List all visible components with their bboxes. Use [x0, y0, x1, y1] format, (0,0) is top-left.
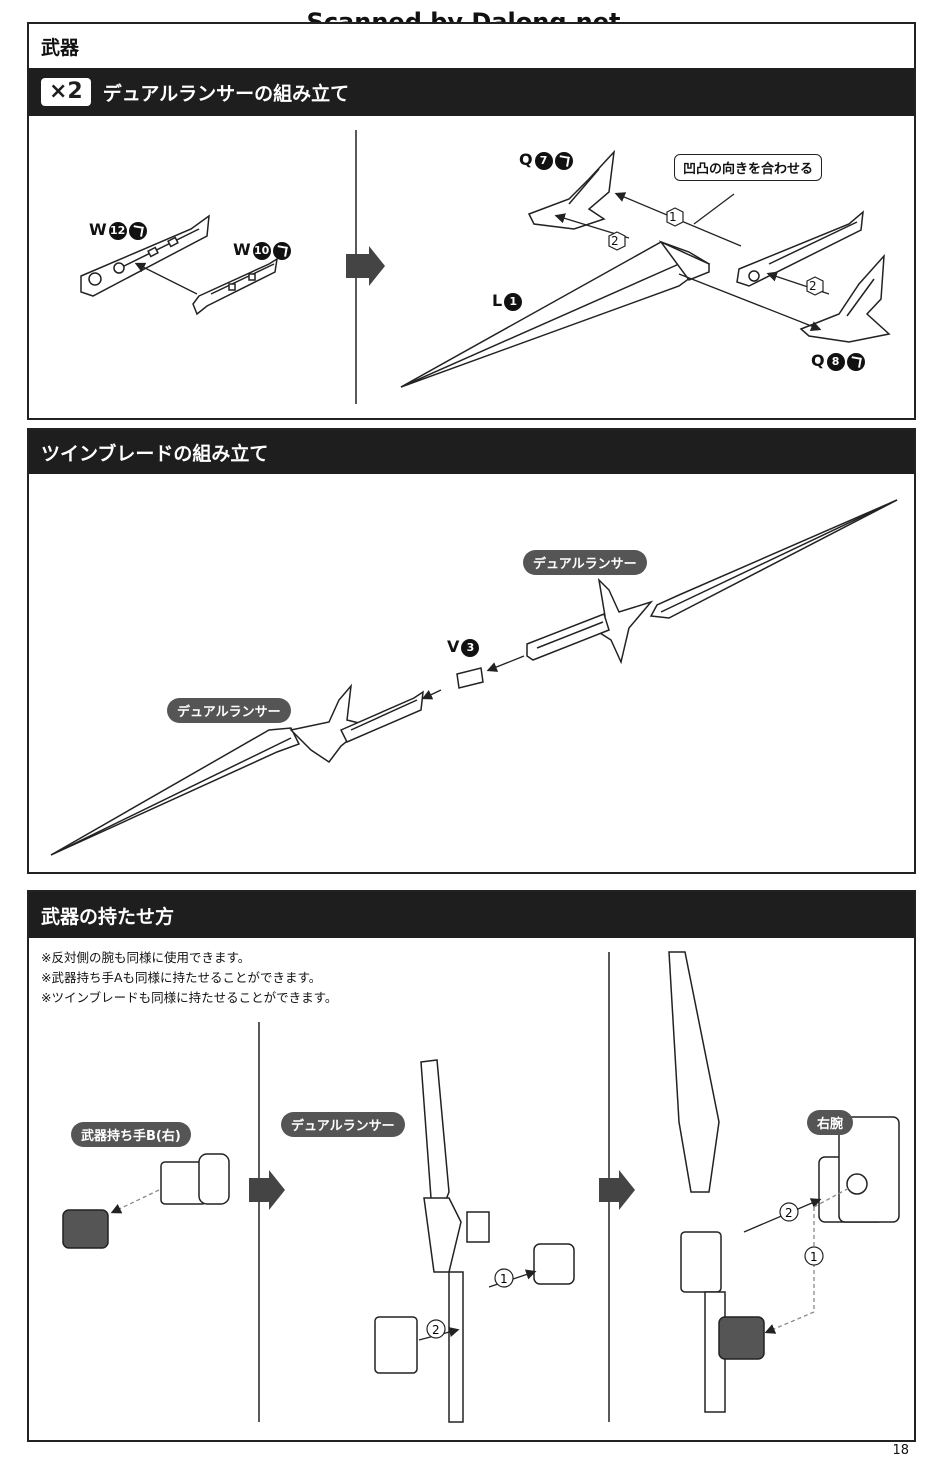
part-w12-handle — [80, 214, 210, 297]
section-header: ツインブレードの組み立て — [29, 430, 914, 474]
step-1b-label: 1 — [810, 1250, 818, 1264]
step-1-label: 1 — [500, 1272, 508, 1286]
subsection-header: ×2 デュアルランサーの組み立て — [29, 68, 914, 116]
note-line-2: ※武器持ち手Aも同様に持たせることができます。 — [41, 970, 322, 985]
step-2-label: 2 — [432, 1323, 440, 1337]
lancer-vertical — [420, 1059, 490, 1423]
cut-icon — [846, 352, 865, 371]
step-1b-marker — [804, 1246, 824, 1266]
weapon-holding-diagram: 1 2 2 1 — [62, 951, 900, 1423]
step-2-marker — [608, 231, 626, 251]
step-2-marker — [426, 1319, 446, 1339]
section-weapon-assembly: 武器 ×2 デュアルランサーの組み立て — [27, 22, 916, 420]
section-twin-blade: ツインブレードの組み立て デュアルランサー — [27, 428, 916, 874]
quantity-badge: ×2 — [41, 78, 91, 106]
cut-icon — [272, 241, 291, 260]
label-dual-lancer-bottom: デュアルランサー — [167, 698, 291, 723]
step-2b-marker — [806, 276, 824, 296]
section-title: 武器の持たせ方 — [41, 905, 175, 928]
twin-blade-diagram — [50, 499, 898, 856]
right-arm — [818, 1116, 900, 1223]
part-l1-blade — [400, 240, 711, 388]
step-2-label: 2 — [611, 234, 619, 248]
next-step-arrow-icon — [249, 1170, 285, 1210]
hand-parts-panel-b — [374, 1243, 575, 1374]
section-title: 武器 — [41, 36, 80, 59]
label-dual-lancer-top: デュアルランサー — [523, 550, 647, 575]
part-v3-connector — [456, 667, 484, 689]
note-line-1: ※反対側の腕も同様に使用できます。 — [41, 950, 251, 965]
note-line-3: ※ツインブレードも同様に持たせることができます。 — [41, 990, 338, 1005]
step-2b-label: 2 — [809, 279, 817, 293]
part-q8-guard — [799, 253, 891, 343]
step-1-label: 1 — [669, 210, 677, 224]
step-2b-label: 2 — [785, 1206, 793, 1220]
part-center-handle — [736, 210, 864, 287]
section-title: ツインブレードの組み立て — [41, 442, 269, 465]
alignment-callout: 凹凸の向きを合わせる — [674, 154, 823, 181]
subsection-title: デュアルランサーの組み立て — [102, 82, 350, 105]
section-header: 武器の持たせ方 — [29, 892, 914, 938]
label-dual-lancer: デュアルランサー — [281, 1112, 405, 1137]
step-1-marker — [666, 207, 684, 227]
section-weapon-holding: 武器の持たせ方 ※反対側の腕も同様に使用できます。 ※武器持ち手Aも同様に持たせ… — [27, 890, 916, 1442]
label-hand-b-right: 武器持ち手B(右) — [71, 1122, 191, 1147]
part-q7-guard — [527, 149, 616, 230]
lower-dual-lancer — [50, 683, 424, 856]
step-1-marker — [494, 1268, 514, 1288]
page-number: 18 — [892, 1443, 909, 1458]
lancer-assembly-diagram: 1 2 2 — [80, 130, 891, 404]
step-2b-marker — [779, 1202, 799, 1222]
section-header: 武器 — [29, 24, 914, 68]
next-step-arrow-icon — [346, 246, 385, 286]
hand-b-right-fist — [62, 1209, 109, 1249]
part-w10-grip — [192, 257, 278, 316]
cut-icon — [128, 221, 147, 240]
next-step-arrow-icon — [599, 1170, 635, 1210]
hand-b-right-open — [160, 1153, 230, 1205]
fist-panel-c — [718, 1316, 765, 1360]
upper-dual-lancer — [526, 499, 898, 665]
label-right-arm: 右腕 — [807, 1110, 854, 1135]
cut-icon — [554, 151, 573, 170]
lancer-held — [668, 951, 726, 1413]
